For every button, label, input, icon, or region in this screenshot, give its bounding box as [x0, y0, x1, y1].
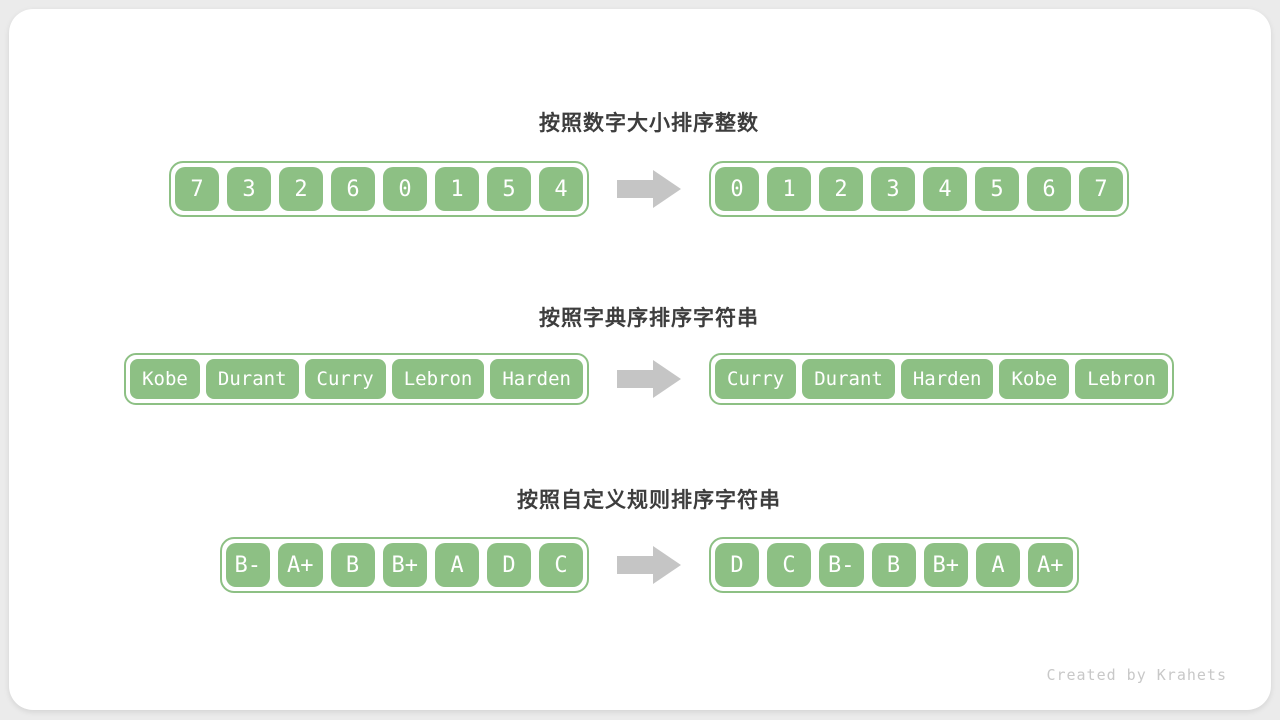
array-cell: 3 — [227, 167, 271, 211]
array-cell: C — [767, 543, 811, 587]
array-cell: 4 — [539, 167, 583, 211]
array-cell: 6 — [331, 167, 375, 211]
array-cell: Harden — [490, 359, 583, 399]
arrow-right-icon — [617, 360, 681, 398]
array-cell: 3 — [871, 167, 915, 211]
array-cell: Curry — [304, 359, 386, 399]
array-cell: 2 — [819, 167, 863, 211]
section-title: 按照字典序排序字符串 — [539, 307, 759, 330]
array-cell: Lebron — [1075, 359, 1168, 399]
array-cell: D — [715, 543, 759, 587]
array-cell: Durant — [205, 359, 299, 399]
array-cell: 5 — [975, 167, 1019, 211]
array-cell: 7 — [1079, 167, 1123, 211]
array-cell: Kobe — [130, 359, 200, 399]
array-cell: C — [539, 543, 583, 587]
section-title: 按照自定义规则排序字符串 — [517, 489, 781, 512]
array-cell: B+ — [382, 543, 427, 587]
array-cell: B — [330, 543, 375, 587]
array-cell: 2 — [279, 167, 323, 211]
watermark-credit: Created by Krahets — [1046, 666, 1227, 684]
section-title: 按照数字大小排序整数 — [539, 112, 759, 135]
arrow-right-icon — [617, 170, 681, 208]
array-cell: 5 — [487, 167, 531, 211]
array-cell: Harden — [900, 359, 994, 399]
array-cell: Curry — [715, 359, 797, 399]
array-cell: A — [435, 543, 479, 587]
array-cell: 7 — [175, 167, 219, 211]
array-cell: A — [976, 543, 1020, 587]
array-cell: Lebron — [391, 359, 485, 399]
arrow-right-icon — [617, 546, 681, 584]
array-cell: 6 — [1027, 167, 1071, 211]
array-cell: 0 — [383, 167, 427, 211]
array-cell: Durant — [802, 359, 895, 399]
array-cell: 0 — [715, 167, 759, 211]
array-cell: A+ — [1028, 543, 1073, 587]
array-cell: 1 — [435, 167, 479, 211]
array-cell: B- — [819, 543, 864, 587]
array-cell: A+ — [278, 543, 323, 587]
array-cell: Kobe — [999, 359, 1070, 399]
array-cell: B- — [225, 543, 270, 587]
array-cell: D — [487, 543, 531, 587]
array-cell: B+ — [923, 543, 968, 587]
array-cell: 1 — [767, 167, 811, 211]
array-cell: 4 — [923, 167, 967, 211]
array-cell: B — [871, 543, 916, 587]
